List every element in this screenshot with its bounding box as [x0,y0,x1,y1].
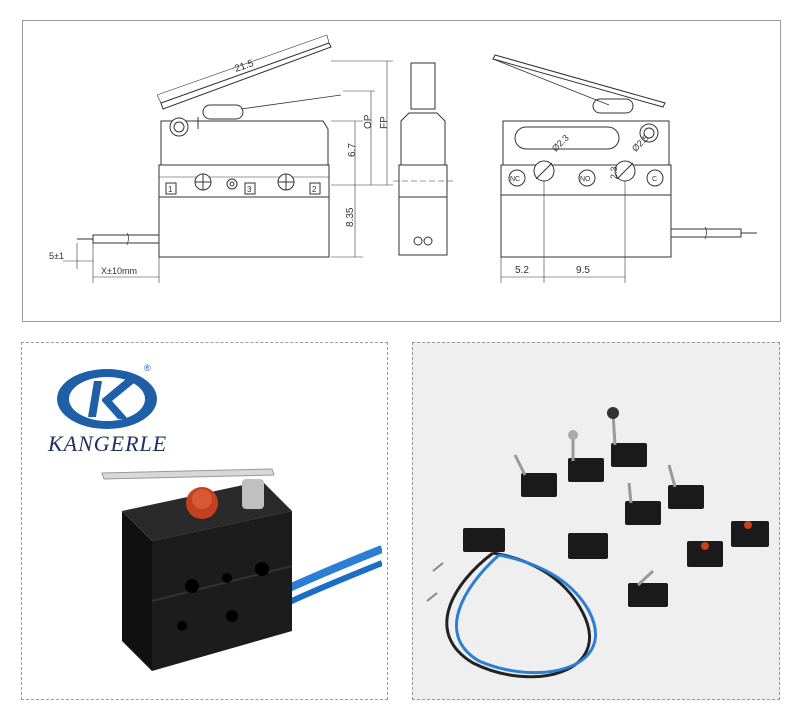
side-view [393,62,453,256]
front-view: 1 3 2 21.5 [49,34,393,283]
product-family-panel [412,342,780,700]
technical-drawing-panel: 1 3 2 21.5 [22,20,781,322]
terminal-c-label: C [652,176,657,183]
dim-pitch-right: 9.5 [576,265,590,276]
switch-photo [101,468,382,671]
terminal-no-label: NO [580,176,591,183]
dim-pitch-left: 5.2 [515,265,529,276]
product-family-photo [426,407,769,679]
lever-back [492,54,666,108]
brand-product-panel: ® KANGERLE [21,342,388,700]
back-view: NC NO C Ø2.3 Ø2.5 2.3 5.2 9.5 [492,54,757,283]
brand-logo [57,369,157,429]
terminal-2-label: 2 [312,185,317,194]
dimension-drawing: 1 3 2 21.5 [49,34,757,283]
lever-front [160,42,332,110]
terminal-1-label: 1 [168,185,173,194]
dim-fp: FP [379,116,390,129]
dim-op: OP [363,114,374,129]
brand-name: KANGERLE [48,431,168,456]
registered-mark: ® [144,363,151,373]
terminal-nc-label: NC [510,176,520,183]
dim-height-top: 6.7 [347,143,358,157]
dim-wire-length: X±10mm [101,266,137,276]
dim-hole-offset: 2.3 [609,166,619,179]
dim-wire-strip: 5±1 [49,251,64,261]
terminal-3-label: 3 [247,185,252,194]
dim-height-bottom: 8.35 [345,207,356,227]
